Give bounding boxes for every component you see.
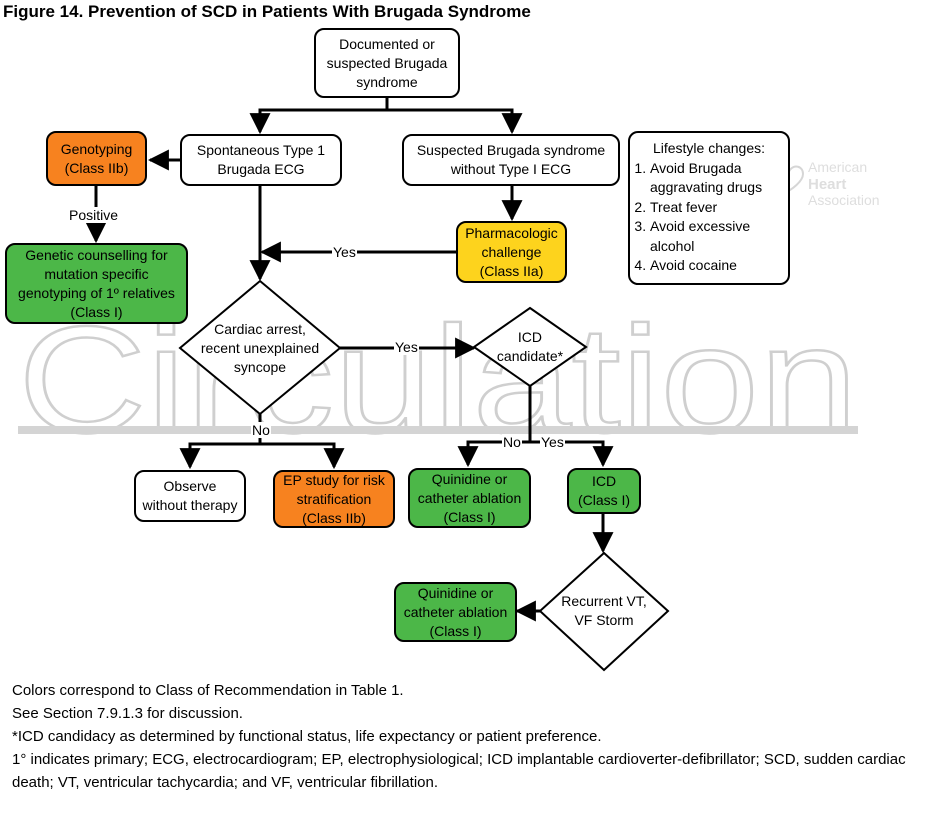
watermark-bar [18,426,858,434]
watermark-org-line3: Association [808,192,880,208]
figure-footnotes: Colors correspond to Class of Recommenda… [12,679,942,794]
edge-start-split [249,98,389,135]
node-icd-candidate: ICD candidate* [496,329,564,364]
node-ep-study: EP study for risk stratification (Class … [273,470,395,528]
watermark-org-line1: American [808,159,867,175]
label-no-arrest: No [251,422,271,438]
node-icd: ICD (Class I) [567,468,641,514]
node-genotyping: Genotyping (Class IIb) [46,131,147,186]
label-yes-pharmacologic: Yes [332,244,357,260]
node-quinidine-1: Quinidine or catheter ablation (Class I) [408,468,531,528]
diamond-cardiac-arrest [178,279,342,416]
label-positive: Positive [68,207,120,223]
watermark-org-line2: Heart [808,176,846,193]
label-yes-icd: Yes [540,434,565,450]
diamond-recurrent [538,551,670,672]
edge-start-suspected [387,108,523,135]
node-genetic-counselling: Genetic counselling for mutation specifi… [5,243,188,324]
lifestyle-heading: Lifestyle changes: [652,140,766,156]
lifestyle-item: Treat fever [650,198,784,218]
edge-icd-branch [457,386,532,468]
node-spontaneous-type1: Spontaneous Type 1 Brugada ECG [180,134,342,186]
node-recurrent-vt: Recurrent VT, VF Storm [561,593,647,628]
node-suspected-brugada: Suspected Brugada syndrome without Type … [402,134,620,186]
label-yes-arrest: Yes [394,339,419,355]
edge-arrest-ep [260,442,345,470]
node-pharmacologic-challenge: Pharmacologic challenge (Class IIa) [456,221,567,283]
node-quinidine-2: Quinidine or catheter ablation (Class I) [394,582,517,642]
diamond-icd-candidate [472,306,588,388]
footnote-line: See Section 7.9.1.3 for discussion. [12,705,243,722]
figure-title: Figure 14. Prevention of SCD in Patients… [3,2,531,21]
footnote-line: *ICD candidacy as determined by function… [12,728,602,745]
flowchart-connectors: Circulation American Heart Association [17,98,880,672]
lifestyle-item: Avoid Brugada aggravating drugs [650,159,784,198]
lifestyle-item: Avoid excessive alcohol [650,217,784,256]
node-cardiac-arrest: Cardiac arrest, recent unexplained synco… [200,320,320,375]
footnote-line: 1° indicates primary; ECG, electrocardio… [12,751,906,791]
lifestyle-list: Avoid Brugada aggravating drugs Treat fe… [634,159,784,276]
label-no-icd: No [502,434,522,450]
lifestyle-item: Avoid cocaine [650,256,784,276]
node-observe: Observe without therapy [134,470,246,522]
lifestyle-changes-box: Lifestyle changes: Avoid Brugada aggrava… [628,131,790,285]
footnote-line: Colors correspond to Class of Recommenda… [12,682,404,699]
node-start: Documented or suspected Brugada syndrome [314,28,460,98]
